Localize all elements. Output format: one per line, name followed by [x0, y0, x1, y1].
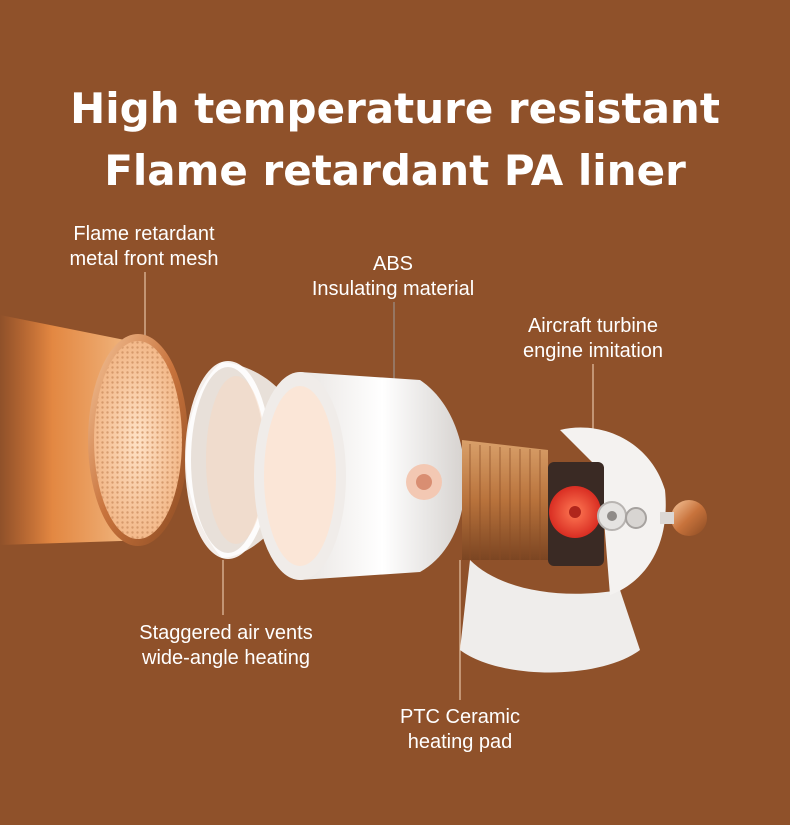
callout-air-vents-line-2: wide-angle heating	[142, 647, 310, 669]
headline: High temperature resistant Flame retarda…	[0, 78, 790, 202]
ptc-heating-pad-part	[462, 440, 548, 560]
abs-cylinder-part	[254, 372, 465, 580]
callout-air-vents-line-1: Staggered air vents	[139, 622, 313, 644]
callout-abs: ABS Insulating material	[283, 252, 503, 302]
callout-air-vents: Staggered air vents wide-angle heating	[106, 621, 346, 671]
callout-ptc: PTC Ceramic heating pad	[355, 705, 565, 755]
front-mesh-part	[88, 334, 188, 546]
turbine-fan-base-part	[460, 427, 707, 673]
callout-front-mesh: Flame retardant metal front mesh	[44, 222, 244, 272]
callout-turbine: Aircraft turbine engine imitation	[488, 314, 698, 364]
callout-abs-line-1: ABS	[372, 253, 414, 275]
callout-abs-line-2: Insulating material	[311, 278, 475, 300]
callout-front-mesh-line-1: Flame retardant	[73, 223, 215, 245]
headline-line-2: Flame retardant PA liner	[104, 146, 686, 195]
callout-turbine-line-2: engine imitation	[522, 340, 664, 362]
callout-ptc-line-1: PTC Ceramic	[399, 706, 520, 728]
callout-ptc-line-2: heating pad	[407, 731, 513, 753]
callout-turbine-line-1: Aircraft turbine	[527, 315, 659, 337]
headline-line-1: High temperature resistant	[70, 84, 720, 133]
callout-front-mesh-line-2: metal front mesh	[69, 248, 219, 270]
